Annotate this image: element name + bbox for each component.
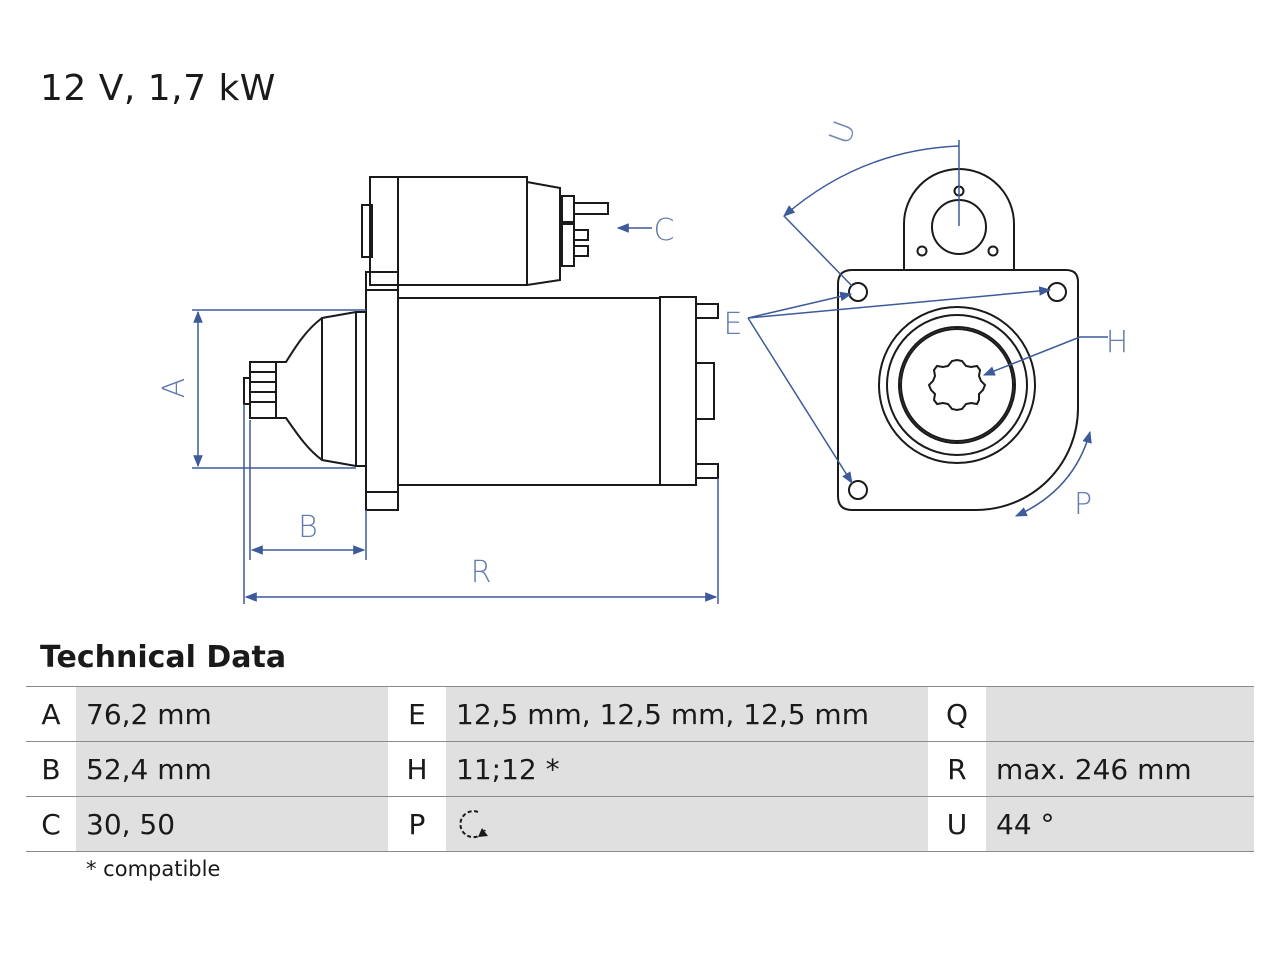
- motor-body: [397, 297, 661, 486]
- pinion-gear: [927, 358, 987, 412]
- spec-key: Q: [928, 686, 986, 742]
- spec-value: 44 °: [986, 796, 1254, 852]
- mounting-flange: [365, 271, 399, 511]
- bolt-hole: [1047, 282, 1067, 302]
- table-row: B 52,4 mm H 11;12 * R max. 246 mm: [26, 741, 1254, 797]
- dimension-label-u: U: [823, 116, 863, 149]
- terminal-50: [561, 223, 575, 267]
- spec-key: H: [388, 741, 446, 797]
- spec-title: 12 V, 1,7 kW: [40, 68, 276, 109]
- spec-value: 30, 50: [76, 796, 388, 852]
- spec-value: max. 246 mm: [986, 741, 1254, 797]
- starter-motor-drawing: A B R C E H P U: [157, 116, 1129, 604]
- side-dimensions: [192, 223, 719, 604]
- dimension-label-c: C: [654, 213, 675, 248]
- pinion: [249, 361, 277, 419]
- spec-value-rotation: [446, 796, 928, 852]
- dimension-label-h: H: [1106, 325, 1129, 360]
- spec-value: 76,2 mm: [76, 686, 388, 742]
- dimension-label-e: E: [724, 307, 743, 342]
- front-dimensions: [747, 140, 1108, 517]
- footnote: * compatible: [86, 857, 221, 881]
- solenoid-body: [369, 176, 528, 286]
- technical-data-title: Technical Data: [40, 640, 287, 675]
- spec-key: B: [26, 741, 76, 797]
- bolt-hole: [848, 480, 868, 500]
- spec-value: 12,5 mm, 12,5 mm, 12,5 mm: [446, 686, 928, 742]
- spec-key: U: [928, 796, 986, 852]
- spec-value: 52,4 mm: [76, 741, 388, 797]
- table-row: C 30, 50 P U 44 °: [26, 796, 1254, 852]
- spec-key: R: [928, 741, 986, 797]
- end-cap: [659, 296, 697, 486]
- dimension-label-b: B: [298, 510, 318, 545]
- clockwise-rotation-icon: [459, 810, 488, 839]
- spec-key: C: [26, 796, 76, 852]
- terminal-30: [561, 195, 575, 223]
- spec-key: E: [388, 686, 446, 742]
- dimension-label-a: A: [157, 378, 192, 399]
- spec-value: 11;12 *: [446, 741, 928, 797]
- spec-value: [986, 686, 1254, 742]
- dimension-label-p: P: [1074, 487, 1092, 522]
- spec-key: A: [26, 686, 76, 742]
- technical-data-table: A 76,2 mm E 12,5 mm, 12,5 mm, 12,5 mm Q …: [26, 686, 1254, 852]
- side-view: [243, 176, 719, 511]
- front-view: [837, 168, 1079, 511]
- dimension-label-r: R: [471, 555, 492, 590]
- table-row: A 76,2 mm E 12,5 mm, 12,5 mm, 12,5 mm Q: [26, 686, 1254, 742]
- spec-key: P: [388, 796, 446, 852]
